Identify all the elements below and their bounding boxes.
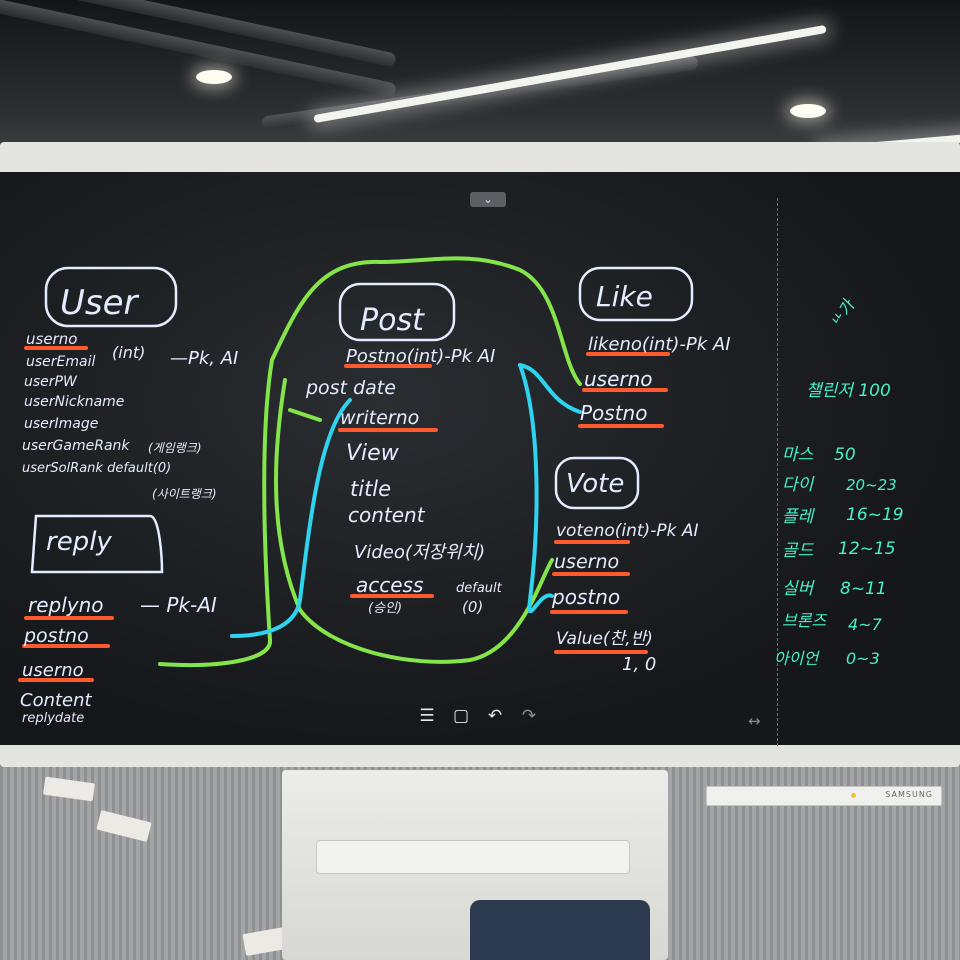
user-field: userPW	[24, 374, 78, 390]
relation-line	[230, 398, 352, 638]
user-field: (int)	[112, 343, 145, 362]
power-led	[851, 793, 856, 798]
post-field: (0)	[462, 598, 483, 616]
samsung-sensor-bar: SAMSUNG	[706, 786, 942, 806]
post-field: content	[348, 503, 426, 527]
user-field: (게임랭크)	[148, 441, 202, 455]
rank-range: 8~11	[840, 579, 887, 599]
post-field: default	[456, 581, 503, 596]
person-legs	[470, 900, 650, 960]
reply-field: Content	[20, 690, 93, 711]
entity-title-post: Post	[360, 303, 425, 338]
reply-field: replydate	[22, 711, 84, 726]
entity-box-post	[338, 282, 456, 342]
rank-range: 20~23	[846, 476, 897, 494]
reply-field: userno	[22, 660, 84, 681]
rank-range: 12~15	[838, 539, 896, 559]
post-field: writerno	[340, 407, 419, 429]
like-field: Postno	[580, 401, 647, 425]
user-field: userSolRank default(0)	[22, 461, 171, 476]
rank-range: 50	[834, 445, 856, 465]
rank-name: 플레	[782, 507, 816, 527]
chevron-down-icon[interactable]: ⌄	[470, 192, 506, 207]
page-icon[interactable]: ▢	[452, 706, 470, 726]
reply-field: replyno	[28, 593, 104, 617]
rank-name: 마스	[782, 445, 814, 465]
rank-name: 다이	[782, 475, 815, 495]
page-divider	[777, 198, 778, 746]
brand-label: SAMSUNG	[885, 790, 933, 799]
post-field: post date	[305, 377, 396, 399]
vote-field: postno	[551, 585, 620, 609]
post-field: View	[346, 441, 400, 466]
side-scribble: ᄔ가	[827, 295, 859, 332]
vote-field: userno	[554, 551, 619, 573]
rank-range: 4~7	[848, 615, 883, 634]
user-field: userno	[26, 330, 77, 348]
relation-line	[518, 363, 554, 614]
post-field: Video(저장위치)	[354, 542, 485, 563]
reply-field: postno	[23, 625, 89, 647]
entity-title-vote: Vote	[566, 469, 624, 499]
reply-field: — Pk-AI	[140, 593, 217, 617]
entity-title-user: User	[60, 283, 140, 323]
resize-arrows-icon[interactable]: ↔	[748, 712, 761, 730]
like-field: userno	[584, 367, 653, 391]
vote-field: Value(찬,반)	[556, 629, 653, 649]
side-heading: 챌린저 100	[806, 381, 891, 401]
vote-field: 1, 0	[622, 654, 656, 675]
entity-title-like: Like	[596, 280, 653, 313]
ceiling-spotlight	[790, 104, 826, 118]
board-toolbar: ☰ ▢ ↶ ↷	[416, 704, 540, 728]
post-field: title	[350, 477, 391, 501]
user-field: —Pk, AI	[170, 348, 238, 369]
entity-box-vote	[554, 456, 640, 510]
user-field: userImage	[24, 416, 98, 432]
user-field: userNickname	[24, 394, 124, 410]
rank-name: 골드	[782, 541, 815, 561]
like-field: likeno(int)-Pk AI	[588, 334, 731, 355]
entity-box-reply	[30, 514, 164, 574]
rank-name: 아이언	[774, 649, 820, 668]
menu-icon[interactable]: ☰	[419, 706, 435, 726]
ceiling-spotlight	[196, 70, 232, 84]
rank-name: 실버	[782, 579, 816, 599]
relation-line	[518, 363, 582, 414]
redo-icon[interactable]: ↷	[521, 706, 537, 726]
rank-name: 브론즈	[782, 611, 827, 630]
post-field: Postno(int)-Pk AI	[346, 346, 495, 367]
relation-line	[158, 358, 274, 667]
relation-line	[270, 256, 582, 386]
entity-box-user	[44, 266, 178, 328]
entity-title-reply: reply	[46, 527, 112, 557]
entity-box-like	[578, 266, 694, 322]
rank-range: 16~19	[846, 505, 904, 525]
ceiling	[0, 0, 960, 150]
rank-range: 0~3	[846, 649, 880, 668]
post-field: (승인)	[368, 601, 402, 616]
user-field: userGameRank	[22, 438, 130, 454]
user-field: userEmail	[26, 354, 95, 370]
user-field: (사이트랭크)	[152, 487, 217, 501]
relation-line	[274, 378, 554, 664]
relation-line	[288, 408, 322, 422]
undo-icon[interactable]: ↶	[487, 706, 503, 726]
vote-field: voteno(int)-Pk AI	[556, 521, 698, 541]
post-field: access	[356, 573, 423, 597]
stand-shelf	[316, 840, 630, 874]
